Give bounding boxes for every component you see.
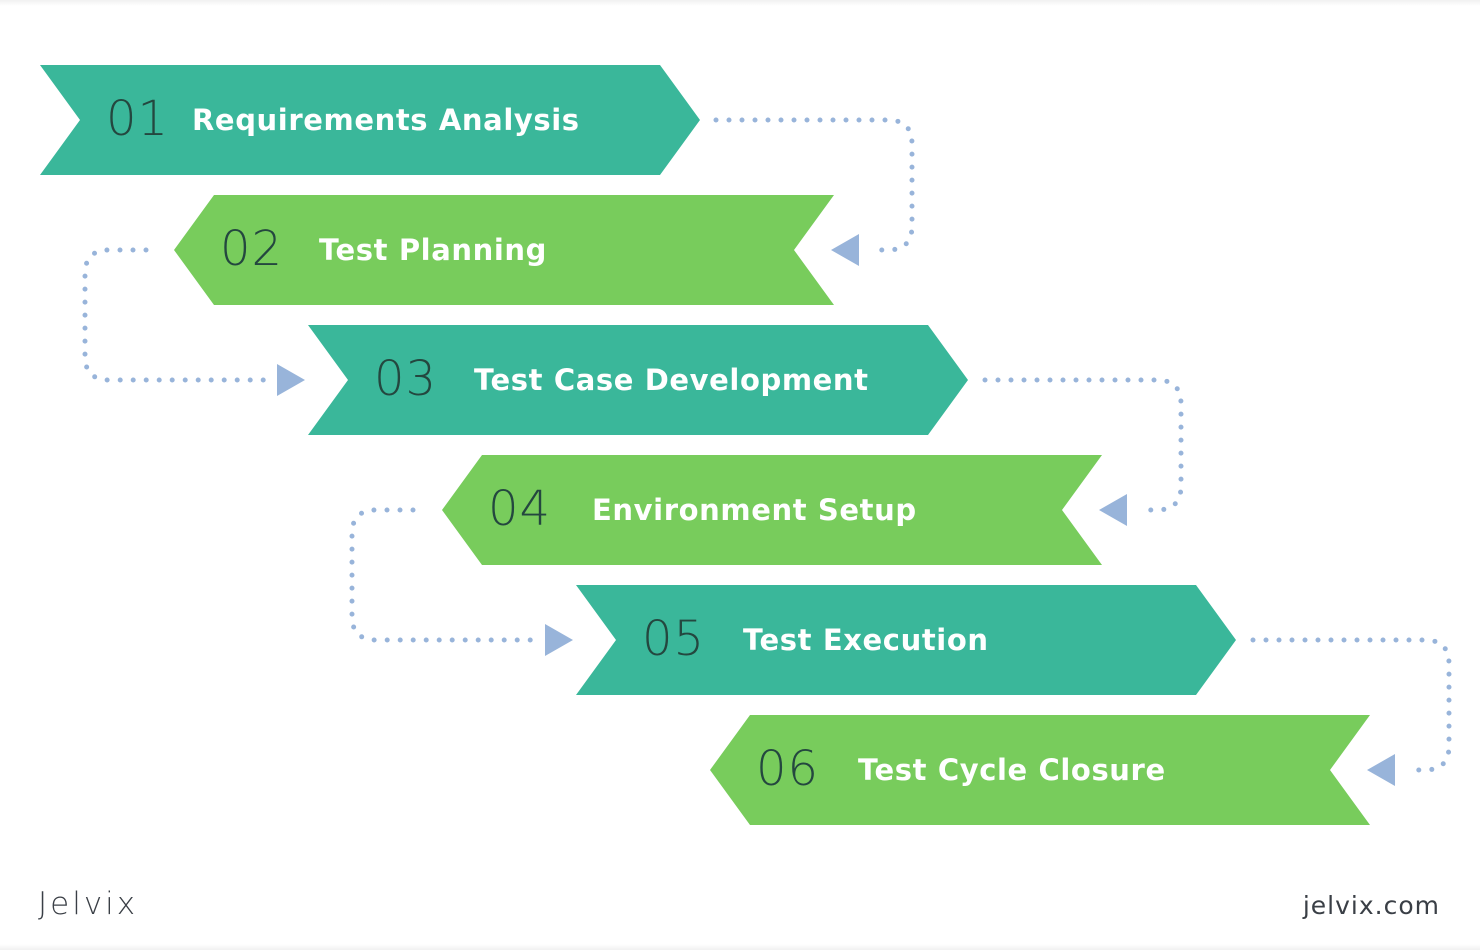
bottom-edge-shade bbox=[0, 944, 1480, 950]
connector-05-06 bbox=[1250, 637, 1452, 773]
connector-03-04 bbox=[982, 377, 1184, 513]
step-01-label: Requirements Analysis bbox=[192, 103, 580, 137]
step-05-number: 05 bbox=[642, 611, 706, 667]
step-03: 03 Test Case Development bbox=[308, 325, 968, 435]
step-06-number: 06 bbox=[756, 741, 820, 797]
step-05-banner bbox=[576, 585, 1236, 695]
step-02-banner bbox=[174, 195, 834, 305]
step-05-label: Test Execution bbox=[743, 623, 989, 657]
connector-04-05 bbox=[349, 507, 538, 643]
connector-arrowhead-left bbox=[1099, 494, 1127, 526]
connector-arrowhead-left bbox=[1367, 754, 1395, 786]
step-04-number: 04 bbox=[488, 481, 552, 537]
step-01-banner bbox=[40, 65, 700, 175]
step-02: 02 Test Planning bbox=[174, 195, 834, 305]
step-02-label: Test Planning bbox=[319, 233, 548, 267]
step-01: 01 Requirements Analysis bbox=[40, 65, 700, 175]
step-03-banner bbox=[308, 325, 968, 435]
top-edge-shade bbox=[0, 0, 1480, 6]
step-02-number: 02 bbox=[220, 221, 284, 277]
step-04: 04 Environment Setup bbox=[442, 455, 1102, 565]
step-06-label: Test Cycle Closure bbox=[858, 753, 1166, 787]
step-04-banner bbox=[442, 455, 1102, 565]
connector-arrowhead-left bbox=[831, 234, 859, 266]
step-03-label: Test Case Development bbox=[474, 363, 869, 397]
site-url: jelvix.com bbox=[1302, 891, 1440, 920]
connector-arrowhead-right bbox=[277, 364, 305, 396]
step-01-number: 01 bbox=[106, 91, 170, 147]
connector-arrowhead-right bbox=[545, 624, 573, 656]
connector-01-02 bbox=[713, 117, 915, 253]
connector-02-03 bbox=[82, 247, 271, 383]
step-05: 05 Test Execution bbox=[576, 585, 1236, 695]
step-06: 06 Test Cycle Closure bbox=[710, 715, 1370, 825]
jelvix-logo: Jelvix bbox=[38, 886, 139, 922]
step-03-number: 03 bbox=[374, 351, 438, 407]
step-04-label: Environment Setup bbox=[592, 493, 917, 527]
step-06-banner bbox=[710, 715, 1370, 825]
